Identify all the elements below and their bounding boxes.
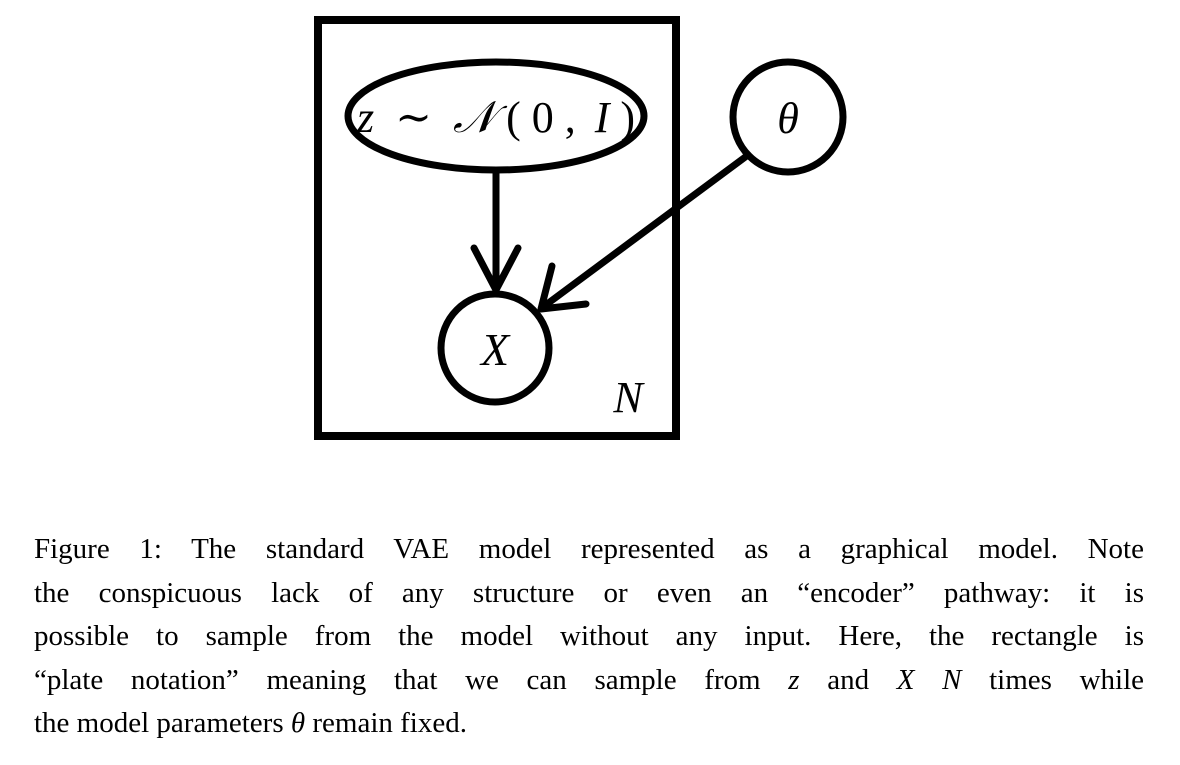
caption-line-4-text-c: times while: [989, 663, 1145, 696]
prior-var-z: z: [356, 93, 374, 142]
plate-label: N: [612, 373, 645, 422]
figure-caption: Figure 1: The standard VAE model represe…: [34, 528, 1144, 746]
edge-z-to-x-arrowhead: [470, 244, 522, 294]
param-node-circle: [729, 58, 847, 176]
observed-node-circle: [437, 290, 553, 406]
param-node-theta: θ: [729, 58, 847, 176]
prior-comma: ,: [565, 93, 576, 142]
caption-var-z: z: [788, 663, 800, 696]
caption-line-2: the conspicuous lack of any structure or…: [34, 576, 1144, 609]
edge-theta-to-x-shaft: [539, 151, 752, 311]
prior-node-label: z ∼ 𝒩 ( 0 , I ): [356, 93, 635, 142]
prior-dist-symbol: 𝒩: [453, 93, 508, 142]
param-node-label: θ: [777, 94, 799, 143]
caption-line-4: “plate notation” meaning that we can sam…: [34, 659, 1144, 703]
prior-sim-symbol: ∼: [395, 93, 432, 142]
caption-line-4-text-b: and: [827, 663, 870, 696]
caption-line-4-text-a: “plate notation” meaning that we can sam…: [34, 663, 761, 696]
prior-arg-identity: I: [594, 93, 612, 142]
observed-node-x: X: [437, 290, 553, 406]
caption-line-1: Figure 1: The standard VAE model represe…: [34, 533, 1144, 565]
plate-rectangle: [314, 16, 680, 440]
edge-theta-to-x: [537, 151, 752, 313]
prior-close-paren: ): [620, 93, 635, 142]
prior-arg-zero: 0: [532, 93, 554, 142]
caption-var-x: X: [896, 663, 915, 696]
caption-line-5: the model parameters θ remain fixed.: [34, 702, 1144, 746]
prior-node-z: z ∼ 𝒩 ( 0 , I ): [344, 58, 648, 174]
prior-open-paren: (: [506, 93, 521, 142]
caption-line-3: possible to sample from the model withou…: [34, 620, 1144, 652]
vae-graphical-model-diagram: N z ∼ 𝒩 ( 0 , I ) θ X: [314, 16, 847, 440]
caption-line-5-text-b: remain fixed.: [312, 707, 467, 739]
caption-var-theta: θ: [290, 707, 306, 739]
caption-line-5-text-a: the model parameters: [34, 707, 284, 739]
edge-theta-to-x-arrowhead: [537, 262, 590, 313]
observed-node-label: X: [479, 324, 511, 375]
caption-var-n: N: [942, 663, 962, 696]
edge-z-to-x: [470, 168, 522, 294]
